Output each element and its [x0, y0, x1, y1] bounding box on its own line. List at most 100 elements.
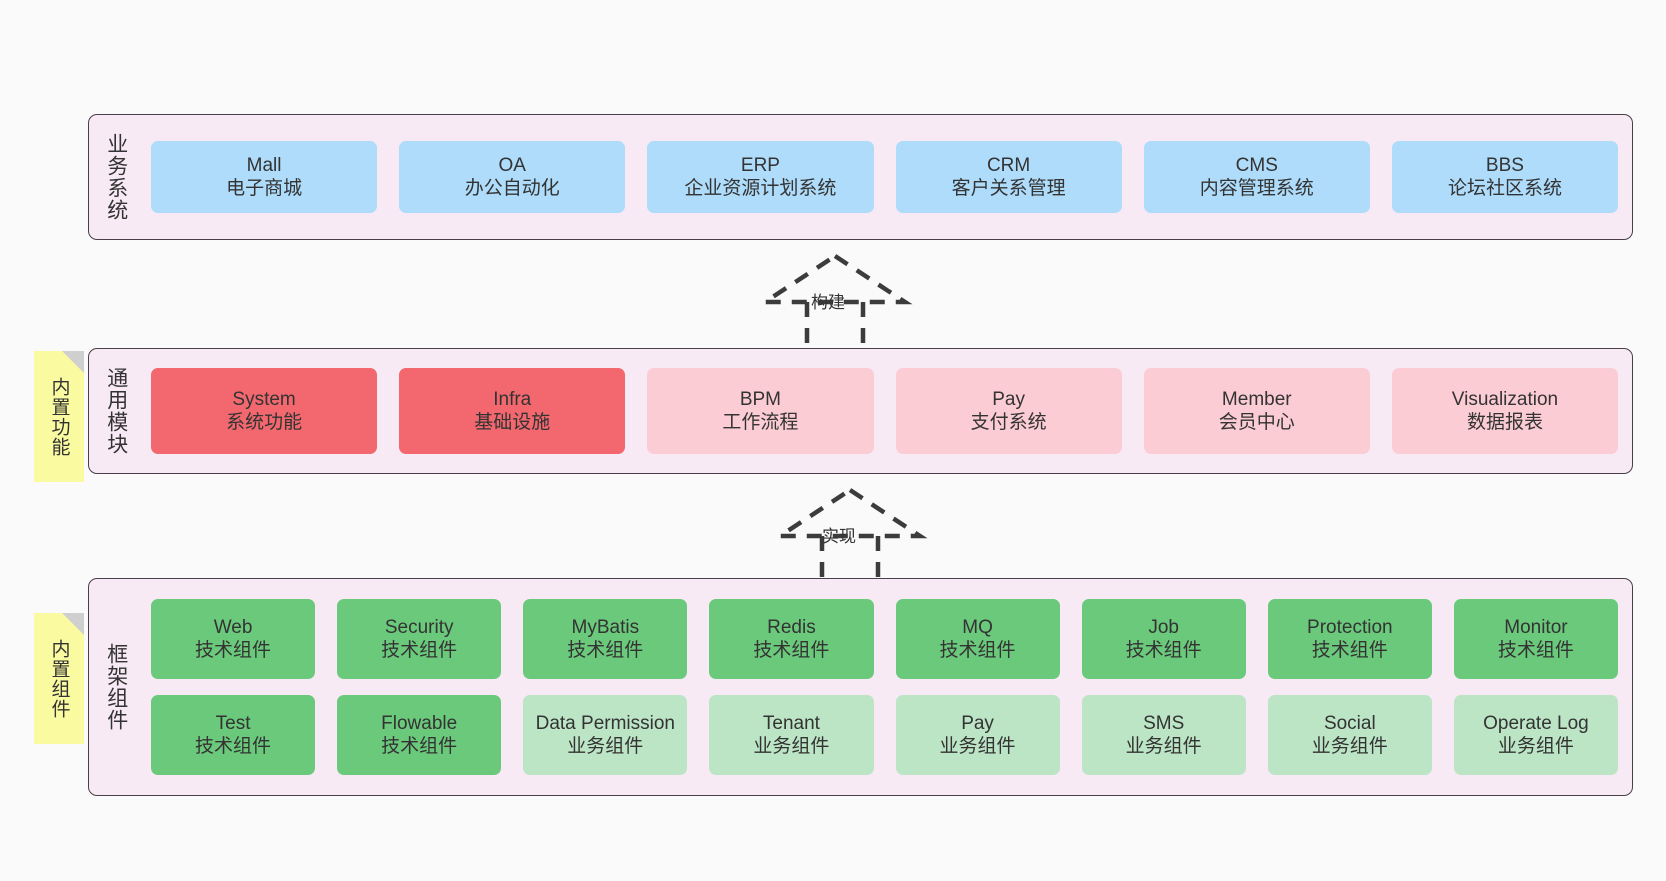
- card-subtitle: 技术组件: [567, 640, 644, 661]
- card-subtitle: 技术组件: [939, 640, 1016, 661]
- card-subtitle: 数据报表: [1466, 412, 1543, 433]
- note-fold-icon: [62, 351, 84, 373]
- card-subtitle: 技术组件: [1311, 640, 1388, 661]
- card-system[interactable]: System 系统功能: [151, 368, 378, 454]
- card-subtitle: 业务组件: [939, 736, 1016, 757]
- card-subtitle: 支付系统: [970, 412, 1047, 433]
- card-tenant[interactable]: Tenant 业务组件: [709, 695, 874, 775]
- connector-implement: 实现: [760, 484, 940, 580]
- card-subtitle: 技术组件: [381, 736, 458, 757]
- card-subtitle: 内容管理系统: [1199, 178, 1314, 199]
- card-subtitle: 业务组件: [753, 736, 830, 757]
- card-title: Job: [1148, 616, 1179, 638]
- layer-framework-title: 框架组件: [104, 643, 128, 731]
- card-subtitle: 技术组件: [1125, 640, 1202, 661]
- card-title: Protection: [1307, 616, 1393, 638]
- framework-row-business: Test 技术组件 Flowable 技术组件 Data Permission …: [151, 695, 1618, 775]
- card-title: MQ: [962, 616, 993, 638]
- card-subtitle: 系统功能: [226, 412, 303, 433]
- card-test[interactable]: Test 技术组件: [151, 695, 316, 775]
- card-subtitle: 技术组件: [753, 640, 830, 661]
- card-bpm[interactable]: BPM 工作流程: [647, 368, 874, 454]
- card-operate-log[interactable]: Operate Log 业务组件: [1453, 695, 1618, 775]
- layer-framework-body: Web 技术组件 Security 技术组件 MyBatis 技术组件 Redi…: [137, 579, 1632, 795]
- card-subtitle: 企业资源计划系统: [684, 178, 837, 199]
- card-title: System: [232, 388, 296, 410]
- layer-common-body: System 系统功能 Infra 基础设施 BPM 工作流程 Pay 支付系统…: [137, 349, 1632, 473]
- card-subtitle: 业务组件: [1311, 736, 1388, 757]
- connector-build: 构建: [745, 250, 925, 346]
- card-member[interactable]: Member 会员中心: [1143, 368, 1370, 454]
- card-data-permission[interactable]: Data Permission 业务组件: [523, 695, 688, 775]
- card-title: Data Permission: [535, 712, 675, 734]
- card-subtitle: 办公自动化: [464, 178, 560, 199]
- card-subtitle: 会员中心: [1218, 412, 1295, 433]
- card-title: Social: [1323, 712, 1376, 734]
- card-title: Monitor: [1504, 616, 1568, 638]
- card-title: Security: [384, 616, 454, 638]
- card-title: Infra: [493, 388, 532, 410]
- layer-common-modules: 通用模块 System 系统功能 Infra 基础设施 BPM 工作流程 Pay…: [88, 348, 1633, 474]
- card-title: Operate Log: [1483, 712, 1589, 734]
- card-crm[interactable]: CRM 客户关系管理: [895, 141, 1122, 213]
- card-title: CRM: [986, 154, 1031, 176]
- implement-arrow-icon: [772, 487, 928, 580]
- card-subtitle: 基础设施: [474, 412, 551, 433]
- connector-build-label: 构建: [811, 293, 845, 312]
- framework-row-tech: Web 技术组件 Security 技术组件 MyBatis 技术组件 Redi…: [151, 599, 1618, 679]
- business-row: Mall 电子商城 OA 办公自动化 ERP 企业资源计划系统 CRM 客户关系…: [151, 141, 1619, 213]
- card-mybatis[interactable]: MyBatis 技术组件: [523, 599, 688, 679]
- card-pay-module[interactable]: Pay 支付系统: [895, 368, 1122, 454]
- card-monitor[interactable]: Monitor 技术组件: [1453, 599, 1618, 679]
- note-builtin-functions: 内置功能: [34, 351, 84, 482]
- card-title: Member: [1221, 388, 1292, 410]
- card-erp[interactable]: ERP 企业资源计划系统: [647, 141, 874, 213]
- note-label: 内置组件: [48, 638, 70, 719]
- card-subtitle: 技术组件: [195, 736, 272, 757]
- card-title: Flowable: [381, 712, 458, 734]
- card-subtitle: 业务组件: [1125, 736, 1202, 757]
- common-row: System 系统功能 Infra 基础设施 BPM 工作流程 Pay 支付系统…: [151, 368, 1619, 454]
- card-pay-component[interactable]: Pay 业务组件: [895, 695, 1060, 775]
- card-sms[interactable]: SMS 业务组件: [1081, 695, 1246, 775]
- card-subtitle: 论坛社区系统: [1447, 178, 1562, 199]
- card-subtitle: 技术组件: [381, 640, 458, 661]
- card-oa[interactable]: OA 办公自动化: [399, 141, 626, 213]
- card-job[interactable]: Job 技术组件: [1081, 599, 1246, 679]
- card-subtitle: 技术组件: [1497, 640, 1574, 661]
- card-title: BBS: [1485, 154, 1524, 176]
- card-mall[interactable]: Mall 电子商城: [151, 141, 378, 213]
- card-social[interactable]: Social 业务组件: [1267, 695, 1432, 775]
- layer-business-body: Mall 电子商城 OA 办公自动化 ERP 企业资源计划系统 CRM 客户关系…: [137, 115, 1632, 239]
- card-title: SMS: [1143, 712, 1185, 734]
- card-flowable[interactable]: Flowable 技术组件: [337, 695, 502, 775]
- layer-framework-components: 框架组件 Web 技术组件 Security 技术组件 MyBatis 技术组件…: [88, 578, 1633, 796]
- connector-implement-label: 实现: [822, 527, 856, 546]
- card-title: ERP: [740, 154, 780, 176]
- card-title: MyBatis: [571, 616, 640, 638]
- card-title: Pay: [961, 712, 994, 734]
- card-infra[interactable]: Infra 基础设施: [399, 368, 626, 454]
- card-title: OA: [498, 154, 526, 176]
- layer-business-systems: 业务系统 Mall 电子商城 OA 办公自动化 ERP 企业资源计划系统 CRM…: [88, 114, 1633, 240]
- note-builtin-components: 内置组件: [34, 613, 84, 744]
- card-cms[interactable]: CMS 内容管理系统: [1143, 141, 1370, 213]
- card-title: Pay: [992, 388, 1025, 410]
- layer-common-title: 通用模块: [104, 367, 128, 455]
- card-subtitle: 客户关系管理: [951, 178, 1066, 199]
- card-title: CMS: [1235, 154, 1278, 176]
- card-bbs[interactable]: BBS 论坛社区系统: [1391, 141, 1619, 213]
- card-security[interactable]: Security 技术组件: [337, 599, 502, 679]
- card-web[interactable]: Web 技术组件: [151, 599, 316, 679]
- card-protection[interactable]: Protection 技术组件: [1267, 599, 1432, 679]
- card-subtitle: 业务组件: [1497, 736, 1574, 757]
- card-mq[interactable]: MQ 技术组件: [895, 599, 1060, 679]
- card-title: Test: [215, 712, 251, 734]
- card-subtitle: 电子商城: [226, 178, 303, 199]
- card-title: BPM: [739, 388, 782, 410]
- card-title: Web: [213, 616, 253, 638]
- card-visualization[interactable]: Visualization 数据报表: [1391, 368, 1619, 454]
- card-redis[interactable]: Redis 技术组件: [709, 599, 874, 679]
- card-subtitle: 技术组件: [195, 640, 272, 661]
